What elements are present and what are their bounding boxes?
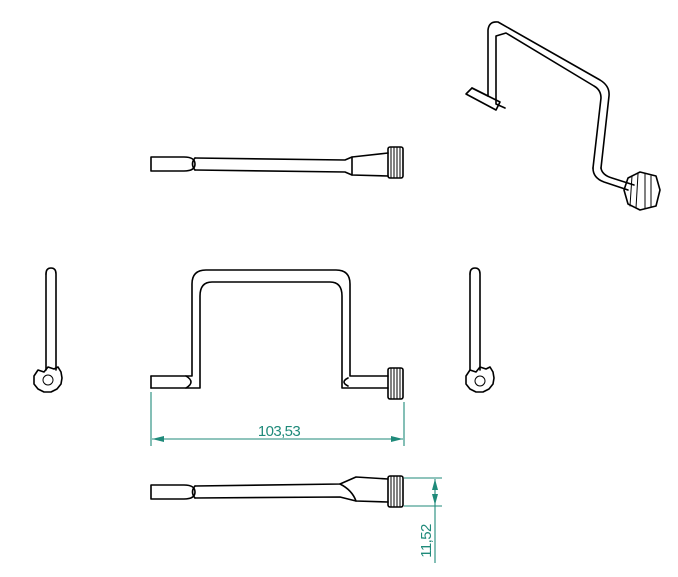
width-dimension-label: 103,53 <box>258 423 301 440</box>
knurled-knob-iso <box>623 171 661 211</box>
front-view <box>150 269 404 400</box>
height-dimension: 11,52 <box>404 477 442 563</box>
arrow-right-icon <box>391 436 403 442</box>
bottom-view <box>150 475 404 508</box>
height-dimension-label: 11,52 <box>418 524 435 558</box>
arrow-down-icon <box>432 494 438 505</box>
isometric-view <box>465 21 661 211</box>
knurled-knob-bottom <box>387 475 404 508</box>
knurled-knob-front <box>387 367 404 400</box>
left-side-view <box>33 267 63 393</box>
width-dimension: 103,53 <box>150 392 405 446</box>
arrow-left-icon <box>152 436 164 442</box>
top-view <box>150 146 404 179</box>
arrow-up-icon <box>432 479 438 490</box>
right-side-view <box>465 267 495 393</box>
knurled-knob-top <box>387 146 404 179</box>
